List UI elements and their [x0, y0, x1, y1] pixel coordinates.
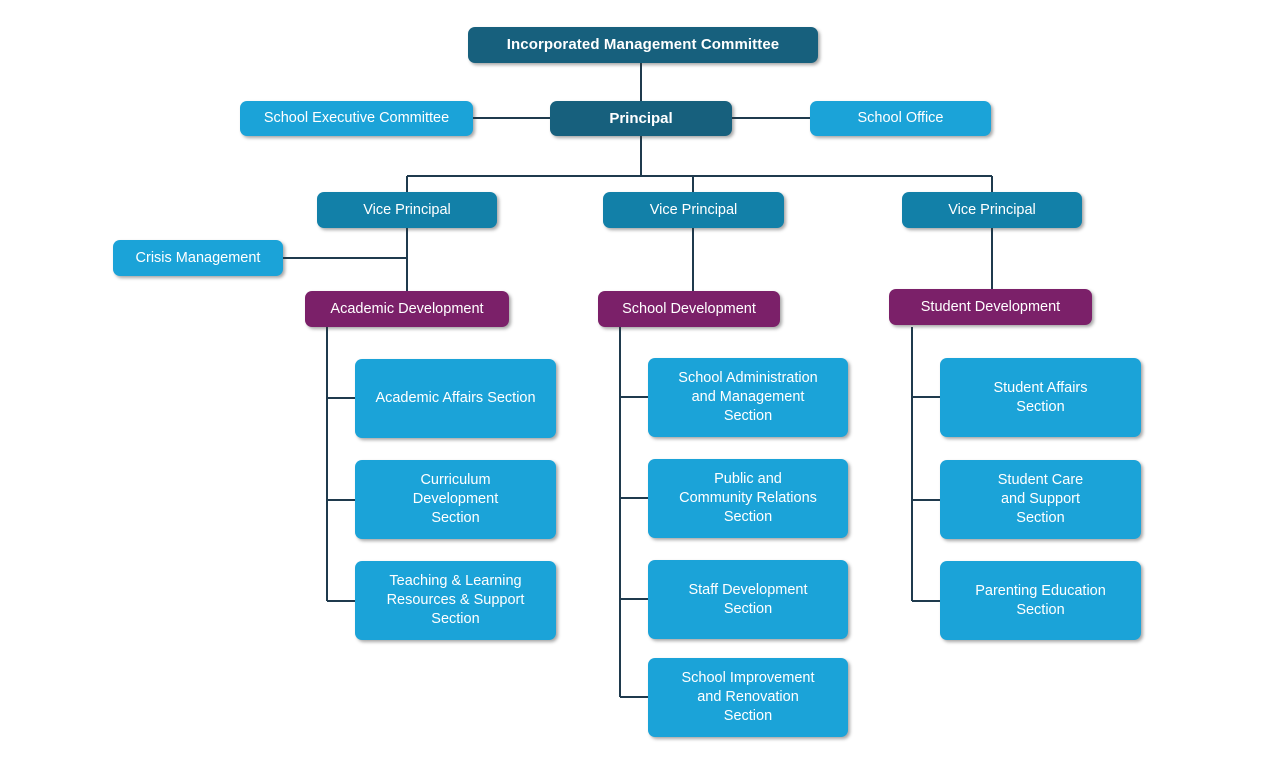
node-label: School Executive Committee [263, 110, 450, 127]
node-label: Staff Development Section [688, 581, 808, 617]
section-staff-development[interactable]: Staff Development Section [648, 560, 848, 639]
section-curriculum-development[interactable]: Curriculum Development Section [355, 460, 556, 539]
node-vice-principal-3[interactable]: Vice Principal [902, 192, 1082, 228]
node-label: Public and Community Relations Section [679, 471, 817, 525]
node-label: School Improvement and Renovation Sectio… [681, 670, 815, 724]
node-label: Vice Principal [363, 201, 451, 218]
node-vice-principal-1[interactable]: Vice Principal [317, 192, 497, 228]
section-public-and-community-relations[interactable]: Public and Community Relations Section [648, 459, 848, 538]
section-academic-affairs[interactable]: Academic Affairs Section [355, 359, 556, 438]
node-school-development[interactable]: School Development [598, 291, 780, 327]
node-label: Vice Principal [948, 201, 1036, 218]
node-student-development[interactable]: Student Development [889, 289, 1092, 325]
node-vice-principal-2[interactable]: Vice Principal [603, 192, 784, 228]
section-school-improvement-and-renovation[interactable]: School Improvement and Renovation Sectio… [648, 658, 848, 737]
node-label: Incorporated Management Committee [506, 36, 780, 54]
section-student-affairs[interactable]: Student Affairs Section [940, 358, 1141, 437]
node-academic-development[interactable]: Academic Development [305, 291, 509, 327]
node-label: Curriculum Development Section [412, 472, 499, 526]
node-school-executive-committee[interactable]: School Executive Committee [240, 101, 473, 136]
node-school-office[interactable]: School Office [810, 101, 991, 136]
node-label: Student Care and Support Section [997, 472, 1084, 526]
node-label: Academic Development [330, 300, 484, 317]
node-label: Teaching & Learning Resources & Support … [386, 573, 525, 627]
node-label: Student Development [920, 298, 1061, 315]
node-label: Principal [609, 109, 673, 127]
node-label: Academic Affairs Section [375, 390, 536, 407]
node-label: Vice Principal [649, 201, 738, 218]
section-teaching-learning-resources-support[interactable]: Teaching & Learning Resources & Support … [355, 561, 556, 640]
node-label: School Office [857, 110, 944, 127]
section-student-care-and-support[interactable]: Student Care and Support Section [940, 460, 1141, 539]
node-principal[interactable]: Principal [550, 101, 732, 136]
section-school-administration-and-management[interactable]: School Administration and Management Sec… [648, 358, 848, 437]
node-label: School Administration and Management Sec… [678, 370, 818, 424]
section-parenting-education[interactable]: Parenting Education Section [940, 561, 1141, 640]
node-label: Crisis Management [135, 249, 261, 266]
node-label: School Development [622, 300, 756, 317]
node-label: Parenting Education Section [975, 582, 1106, 618]
node-incorporated-management-committee[interactable]: Incorporated Management Committee [468, 27, 818, 63]
node-label: Student Affairs Section [993, 379, 1088, 415]
node-crisis-management[interactable]: Crisis Management [113, 240, 283, 276]
